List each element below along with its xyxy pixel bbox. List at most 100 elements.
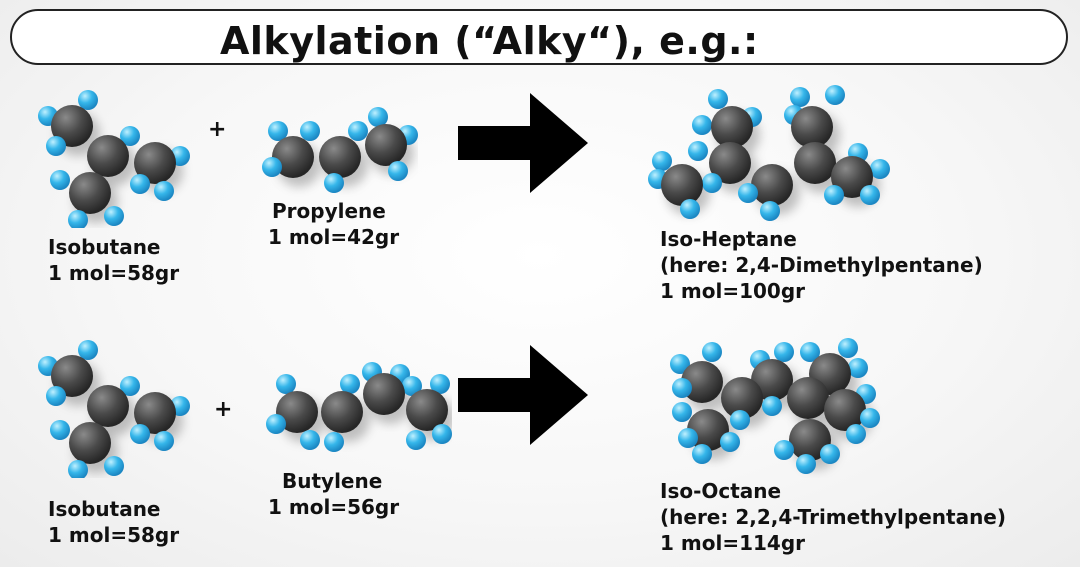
product-note: (here: 2,2,4-Trimethylpentane) bbox=[660, 505, 1007, 529]
hydrogen-atom bbox=[324, 173, 344, 193]
reactant1-name: Isobutane bbox=[48, 497, 161, 521]
hydrogen-atom bbox=[46, 386, 66, 406]
hydrogen-atom bbox=[406, 430, 426, 450]
hydrogen-atom bbox=[340, 374, 360, 394]
propylene-molecule-icon bbox=[262, 107, 418, 193]
reactant2-mass: 1 mol=42gr bbox=[268, 225, 400, 249]
carbon-atom bbox=[69, 422, 111, 464]
hydrogen-atom bbox=[692, 115, 712, 135]
page-title: Alkylation (“Alky“), e.g.: bbox=[220, 19, 759, 63]
reactant2-name: Propylene bbox=[272, 199, 386, 223]
hydrogen-atom bbox=[130, 174, 150, 194]
isobutane-molecule-icon bbox=[38, 90, 190, 228]
hydrogen-atom bbox=[672, 402, 692, 422]
hydrogen-atom bbox=[324, 432, 344, 452]
hydrogen-atom bbox=[846, 424, 866, 444]
hydrogen-atom bbox=[670, 354, 690, 374]
hydrogen-atom bbox=[104, 206, 124, 226]
hydrogen-atom bbox=[702, 173, 722, 193]
hydrogen-atom bbox=[368, 107, 388, 127]
hydrogen-atom bbox=[760, 201, 780, 221]
product-name: Iso-Octane bbox=[660, 479, 782, 503]
hydrogen-atom bbox=[78, 340, 98, 360]
carbon-atom bbox=[51, 105, 93, 147]
plus-sign: + bbox=[208, 117, 227, 142]
reactant2-mass: 1 mol=56gr bbox=[268, 495, 400, 519]
carbon-atom bbox=[134, 392, 176, 434]
carbon-atom bbox=[789, 419, 831, 461]
carbon-atom bbox=[321, 391, 363, 433]
hydrogen-atom bbox=[790, 87, 810, 107]
reaction-arrow-icon bbox=[458, 93, 588, 193]
reactant1-label: Isobutane 1 mol=58gr bbox=[48, 496, 179, 548]
hydrogen-atom bbox=[692, 444, 712, 464]
reactant1-label: Isobutane 1 mol=58gr bbox=[48, 234, 179, 286]
carbon-atom bbox=[365, 124, 407, 166]
carbon-atom bbox=[406, 389, 448, 431]
carbon-atom bbox=[787, 377, 829, 419]
hydrogen-atom bbox=[432, 424, 452, 444]
carbon-atom bbox=[87, 135, 129, 177]
carbon-atom bbox=[824, 389, 866, 431]
hydrogen-atom bbox=[848, 358, 868, 378]
hydrogen-atom bbox=[824, 185, 844, 205]
hydrogen-atom bbox=[708, 89, 728, 109]
carbon-atom bbox=[363, 373, 405, 415]
hydrogen-atom bbox=[120, 126, 140, 146]
hydrogen-atom bbox=[276, 374, 296, 394]
hydrogen-atom bbox=[870, 159, 890, 179]
hydrogen-atom bbox=[154, 431, 174, 451]
hydrogen-atom bbox=[720, 432, 740, 452]
carbon-atom bbox=[721, 377, 763, 419]
hydrogen-atom bbox=[688, 141, 708, 161]
hydrogen-atom bbox=[672, 378, 692, 398]
hydrogen-atom bbox=[348, 121, 368, 141]
reactant1-name: Isobutane bbox=[48, 235, 161, 259]
product-mass: 1 mol=114gr bbox=[660, 531, 805, 555]
carbon-atom bbox=[272, 136, 314, 178]
hydrogen-atom bbox=[268, 121, 288, 141]
hydrogen-atom bbox=[762, 396, 782, 416]
reactant1-mass: 1 mol=58gr bbox=[48, 261, 180, 285]
carbon-atom bbox=[69, 172, 111, 214]
hydrogen-atom bbox=[652, 151, 672, 171]
product-mass: 1 mol=100gr bbox=[660, 279, 805, 303]
hydrogen-atom bbox=[46, 136, 66, 156]
reactant2-label: Butylene 1 mol=56gr bbox=[268, 468, 399, 520]
carbon-atom bbox=[791, 106, 833, 148]
hydrogen-atom bbox=[860, 185, 880, 205]
hydrogen-atom bbox=[104, 456, 124, 476]
hydrogen-atom bbox=[402, 376, 422, 396]
hydrogen-atom bbox=[120, 376, 140, 396]
hydrogen-atom bbox=[680, 199, 700, 219]
hydrogen-atom bbox=[820, 444, 840, 464]
hydrogen-atom bbox=[388, 161, 408, 181]
hydrogen-atom bbox=[300, 430, 320, 450]
hydrogen-atom bbox=[800, 342, 820, 362]
hydrogen-atom bbox=[738, 183, 758, 203]
hydrogen-atom bbox=[430, 374, 450, 394]
reactant2-label: Propylene 1 mol=42gr bbox=[268, 198, 399, 250]
hydrogen-atom bbox=[154, 181, 174, 201]
carbon-atom bbox=[276, 391, 318, 433]
hydrogen-atom bbox=[68, 210, 88, 228]
carbon-atom bbox=[794, 142, 836, 184]
hydrogen-atom bbox=[774, 440, 794, 460]
carbon-atom bbox=[87, 385, 129, 427]
carbon-atom bbox=[681, 361, 723, 403]
product-label: Iso-Octane (here: 2,2,4-Trimethylpentane… bbox=[660, 478, 1006, 556]
hydrogen-atom bbox=[678, 428, 698, 448]
product-label: Iso-Heptane (here: 2,4-Dimethylpentane) … bbox=[660, 226, 983, 304]
hydrogen-atom bbox=[300, 121, 320, 141]
carbon-atom bbox=[51, 355, 93, 397]
product-name: Iso-Heptane bbox=[660, 227, 797, 251]
carbon-atom bbox=[831, 156, 873, 198]
hydrogen-atom bbox=[266, 414, 286, 434]
hydrogen-atom bbox=[860, 408, 880, 428]
carbon-atom bbox=[661, 164, 703, 206]
plus-sign: + bbox=[214, 397, 233, 422]
butylene-molecule-icon bbox=[266, 362, 452, 452]
hydrogen-atom bbox=[825, 85, 845, 105]
product-note: (here: 2,4-Dimethylpentane) bbox=[660, 253, 983, 277]
reactant2-name: Butylene bbox=[282, 469, 383, 493]
